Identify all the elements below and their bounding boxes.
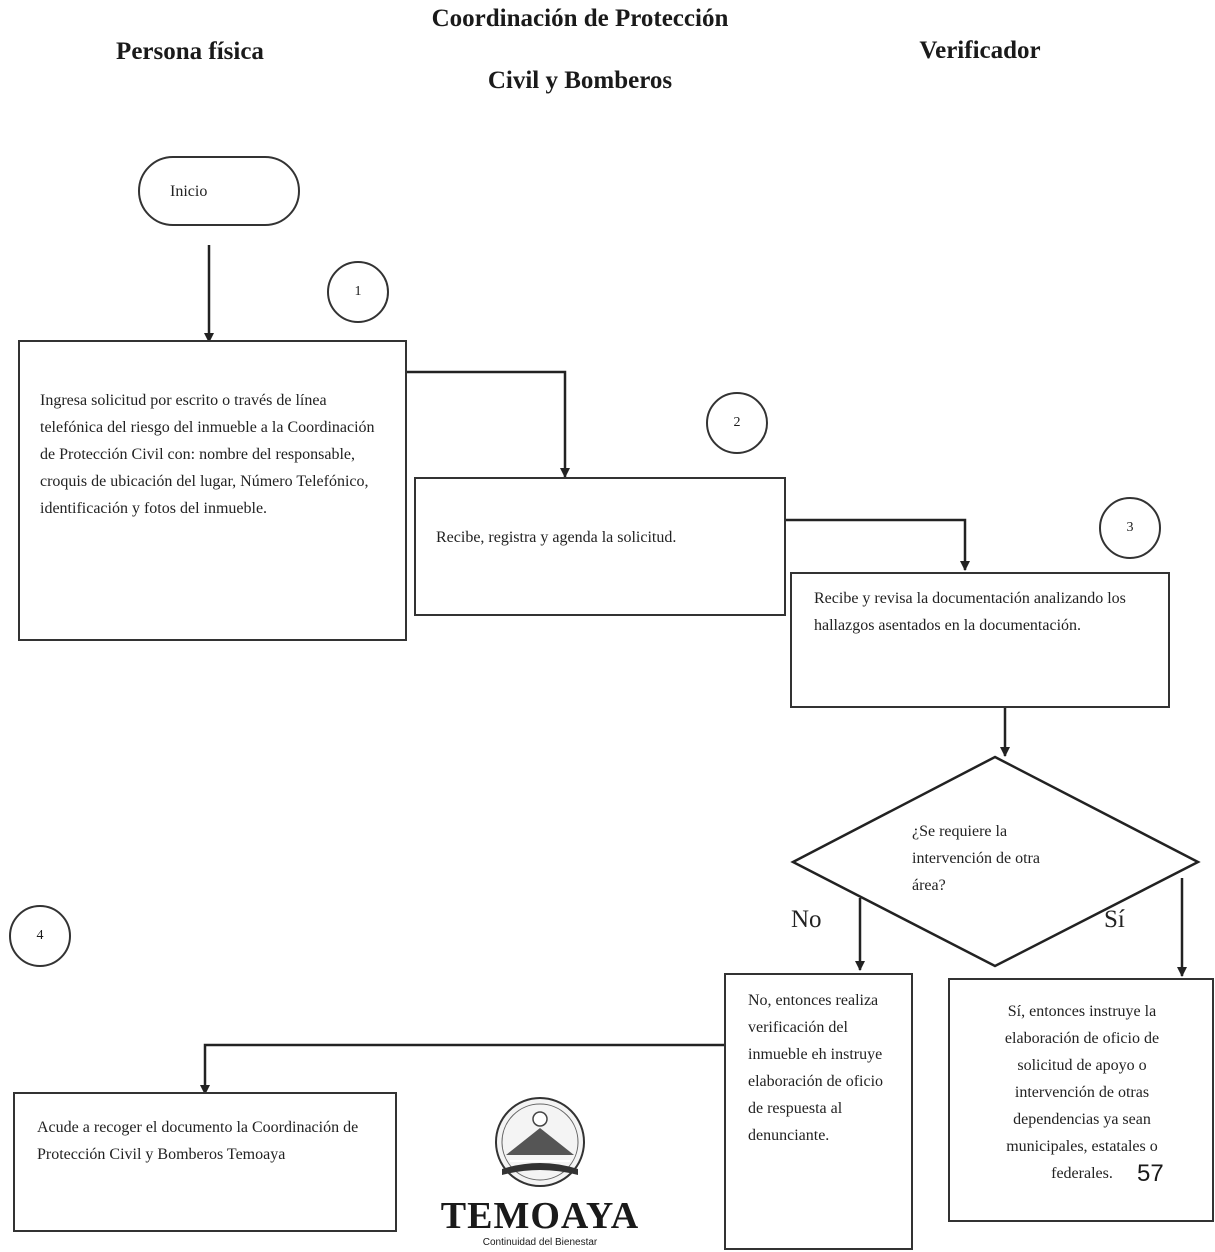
yes-branch-box: Sí, entonces instruye la elaboración de … <box>948 978 1214 1222</box>
logo-name: TEMOAYA <box>440 1195 640 1237</box>
header-persona-fisica: Persona física <box>116 38 264 65</box>
temoaya-logo: TEMOAYA Continuidad del Bienestar <box>440 1095 640 1252</box>
start-label: Inicio <box>170 182 208 200</box>
arrow-step2-to-step3 <box>786 518 970 571</box>
step-number-3: 3 <box>1099 497 1161 559</box>
temoaya-seal-icon <box>495 1097 585 1187</box>
start-terminator: Inicio <box>138 156 300 226</box>
no-branch-text: No, entonces realiza verificación del in… <box>748 992 884 1144</box>
branch-label-no: No <box>791 906 822 933</box>
branch-label-yes: Sí <box>1104 906 1125 933</box>
yes-branch-text: Sí, entonces instruye la elaboración de … <box>1004 1003 1160 1182</box>
step-number-4: 4 <box>9 905 71 967</box>
logo-tagline: Continuidad del Bienestar <box>482 1237 598 1248</box>
page-number: 57 <box>1137 1160 1164 1187</box>
step4-text: Acude a recoger el documento la Coordina… <box>37 1119 359 1163</box>
decision-text: ¿Se requiere la intervención de otra áre… <box>912 823 1040 894</box>
step3-box: Recibe y revisa la documentación analiza… <box>790 572 1170 708</box>
step-number-2: 2 <box>706 392 768 454</box>
step1-box: Ingresa solicitud por escrito o través d… <box>18 340 407 641</box>
no-branch-box: No, entonces realiza verificación del in… <box>724 973 913 1250</box>
step-number-1: 1 <box>327 261 389 323</box>
arrow-no-to-step4 <box>200 1043 880 1095</box>
decision-diamond <box>790 755 1201 968</box>
step2-box: Recibe, registra y agenda la solicitud. <box>414 477 786 616</box>
step3-text: Recibe y revisa la documentación analiza… <box>814 590 1126 634</box>
step1-text: Ingresa solicitud por escrito o través d… <box>40 392 375 517</box>
arrow-step1-to-step2 <box>406 370 570 478</box>
step2-text: Recibe, registra y agenda la solicitud. <box>436 529 677 546</box>
header-coordinacion-line2: Civil y Bomberos <box>487 67 673 94</box>
header-coordinacion-line1: Coordinación de Protección <box>431 5 729 32</box>
header-verificador: Verificador <box>919 37 1041 64</box>
step4-box: Acude a recoger el documento la Coordina… <box>13 1092 397 1232</box>
